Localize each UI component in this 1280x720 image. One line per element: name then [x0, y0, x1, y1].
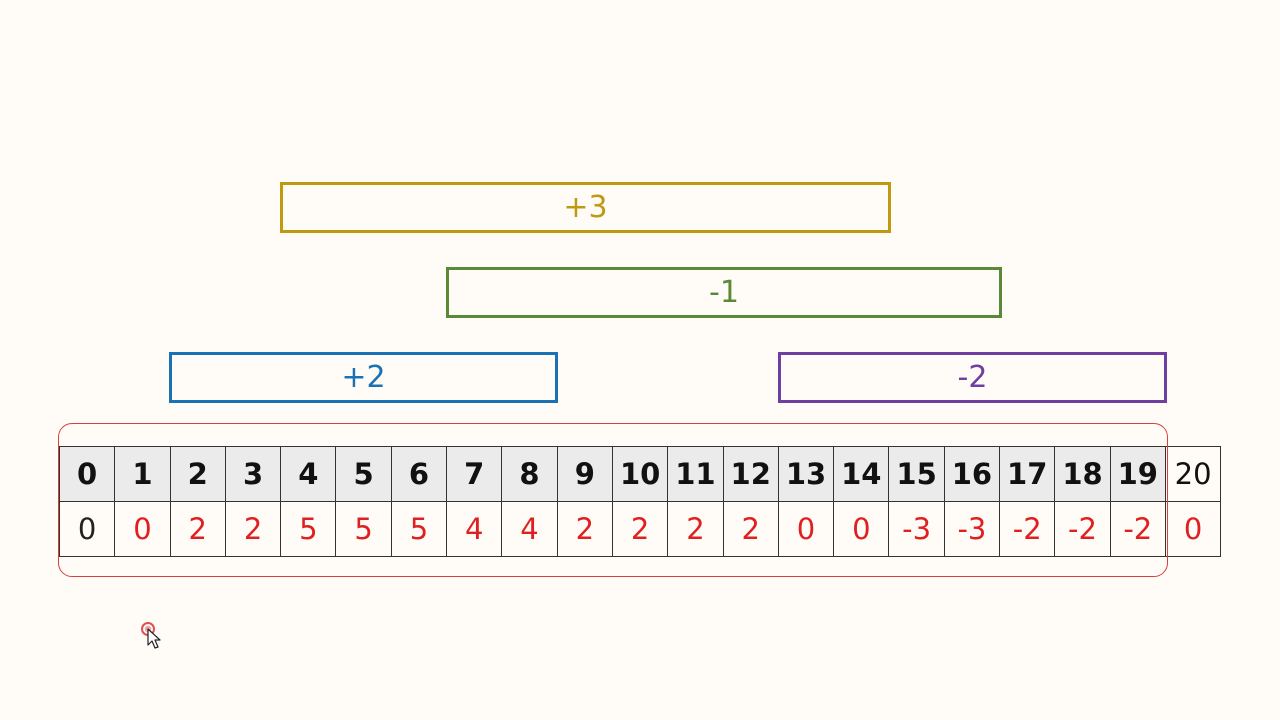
index-cell: 8	[501, 446, 558, 502]
value-cell: 4	[446, 501, 503, 557]
index-cell: 10	[611, 446, 669, 502]
value-cell: 2	[224, 501, 282, 557]
value-cell: -2	[1054, 501, 1111, 557]
range-box-minus-1: -1	[446, 267, 1002, 318]
index-cell: 4	[280, 446, 337, 502]
range-label: -1	[709, 275, 739, 310]
value-cell: 0	[114, 501, 171, 557]
value-cell: 5	[280, 501, 337, 557]
value-cell: -2	[999, 501, 1056, 557]
index-cell: 3	[224, 446, 282, 502]
value-cell: 4	[501, 501, 558, 557]
range-label: -2	[957, 360, 988, 395]
index-cell: 7	[446, 446, 503, 502]
index-cell: 14	[833, 446, 890, 502]
index-cell: 17	[999, 446, 1056, 502]
index-cell: 11	[667, 446, 724, 502]
index-cell: 5	[335, 446, 392, 502]
index-cell: 6	[390, 446, 448, 502]
value-cell: 5	[390, 501, 448, 557]
index-cell: 19	[1109, 446, 1166, 502]
range-label: +3	[563, 190, 608, 225]
value-cell: 2	[556, 501, 613, 557]
index-cell: 18	[1054, 446, 1111, 502]
index-cell: 15	[888, 446, 945, 502]
value-cell: 0	[777, 501, 835, 557]
index-cell: 9	[556, 446, 613, 502]
value-cell: 2	[169, 501, 226, 557]
range-box-minus-2: -2	[778, 352, 1167, 403]
index-cell: 0	[58, 446, 116, 502]
value-cell: 0	[58, 501, 116, 557]
value-cell: 2	[611, 501, 669, 557]
index-cell: 20	[1164, 446, 1222, 502]
mouse-pointer-icon	[141, 622, 161, 649]
value-cell: 2	[722, 501, 779, 557]
value-cell: 0	[1164, 501, 1222, 557]
range-box-plus-2: +2	[169, 352, 558, 403]
range-label: +2	[341, 360, 386, 395]
index-cell: 12	[722, 446, 779, 502]
value-cell: 0	[833, 501, 890, 557]
index-cell: 16	[943, 446, 1001, 502]
range-box-plus-3: +3	[280, 182, 891, 233]
value-cell: -3	[888, 501, 945, 557]
value-cell: 5	[335, 501, 392, 557]
value-cell: 2	[667, 501, 724, 557]
highlight-frame	[58, 423, 1168, 577]
index-cell: 13	[777, 446, 835, 502]
